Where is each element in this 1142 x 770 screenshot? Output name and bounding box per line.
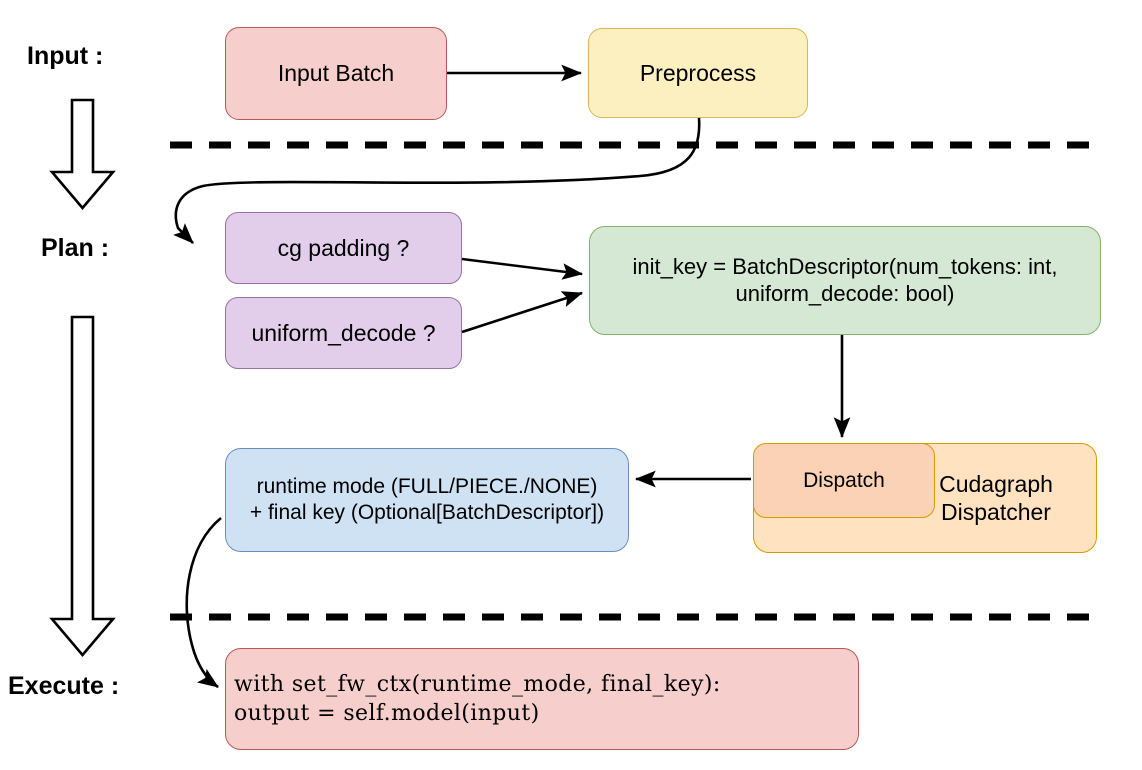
node-input-batch[interactable]: Input Batch	[225, 27, 447, 120]
stage-label-input: Input :	[27, 42, 104, 70]
node-execute-code[interactable]: with set_fw_ctx(runtime_mode, final_key)…	[225, 648, 859, 750]
node-dispatch[interactable]: Dispatch	[753, 443, 935, 518]
node-input-batch-label: Input Batch	[277, 60, 395, 87]
node-execute-code-label: with set_fw_ctx(runtime_mode, final_key)…	[234, 671, 721, 726]
stage-label-execute: Execute :	[8, 672, 120, 700]
node-uniform-decode[interactable]: uniform_decode ?	[225, 297, 462, 369]
node-init-key[interactable]: init_key = BatchDescriptor(num_tokens: i…	[589, 226, 1101, 335]
node-cudagraph-dispatcher-label: Cudagraph Dispatcher	[939, 470, 1053, 525]
node-runtime-mode[interactable]: runtime mode (FULL/PIECE./NONE) + final …	[225, 448, 629, 552]
node-cg-padding-label: cg padding ?	[277, 234, 410, 261]
input-to-plan-flow-arrow	[49, 98, 116, 211]
plan-to-execute-flow-arrow	[49, 315, 116, 658]
node-uniform-decode-label: uniform_decode ?	[251, 319, 436, 346]
node-preprocess-label: Preprocess	[639, 59, 757, 86]
node-init-key-label: init_key = BatchDescriptor(num_tokens: i…	[632, 253, 1058, 306]
stage-label-plan: Plan :	[41, 234, 110, 262]
node-runtime-mode-label: runtime mode (FULL/PIECE./NONE) + final …	[249, 475, 605, 524]
node-dispatch-label: Dispatch	[803, 468, 885, 492]
node-cg-padding[interactable]: cg padding ?	[225, 212, 462, 284]
node-preprocess[interactable]: Preprocess	[588, 28, 808, 118]
